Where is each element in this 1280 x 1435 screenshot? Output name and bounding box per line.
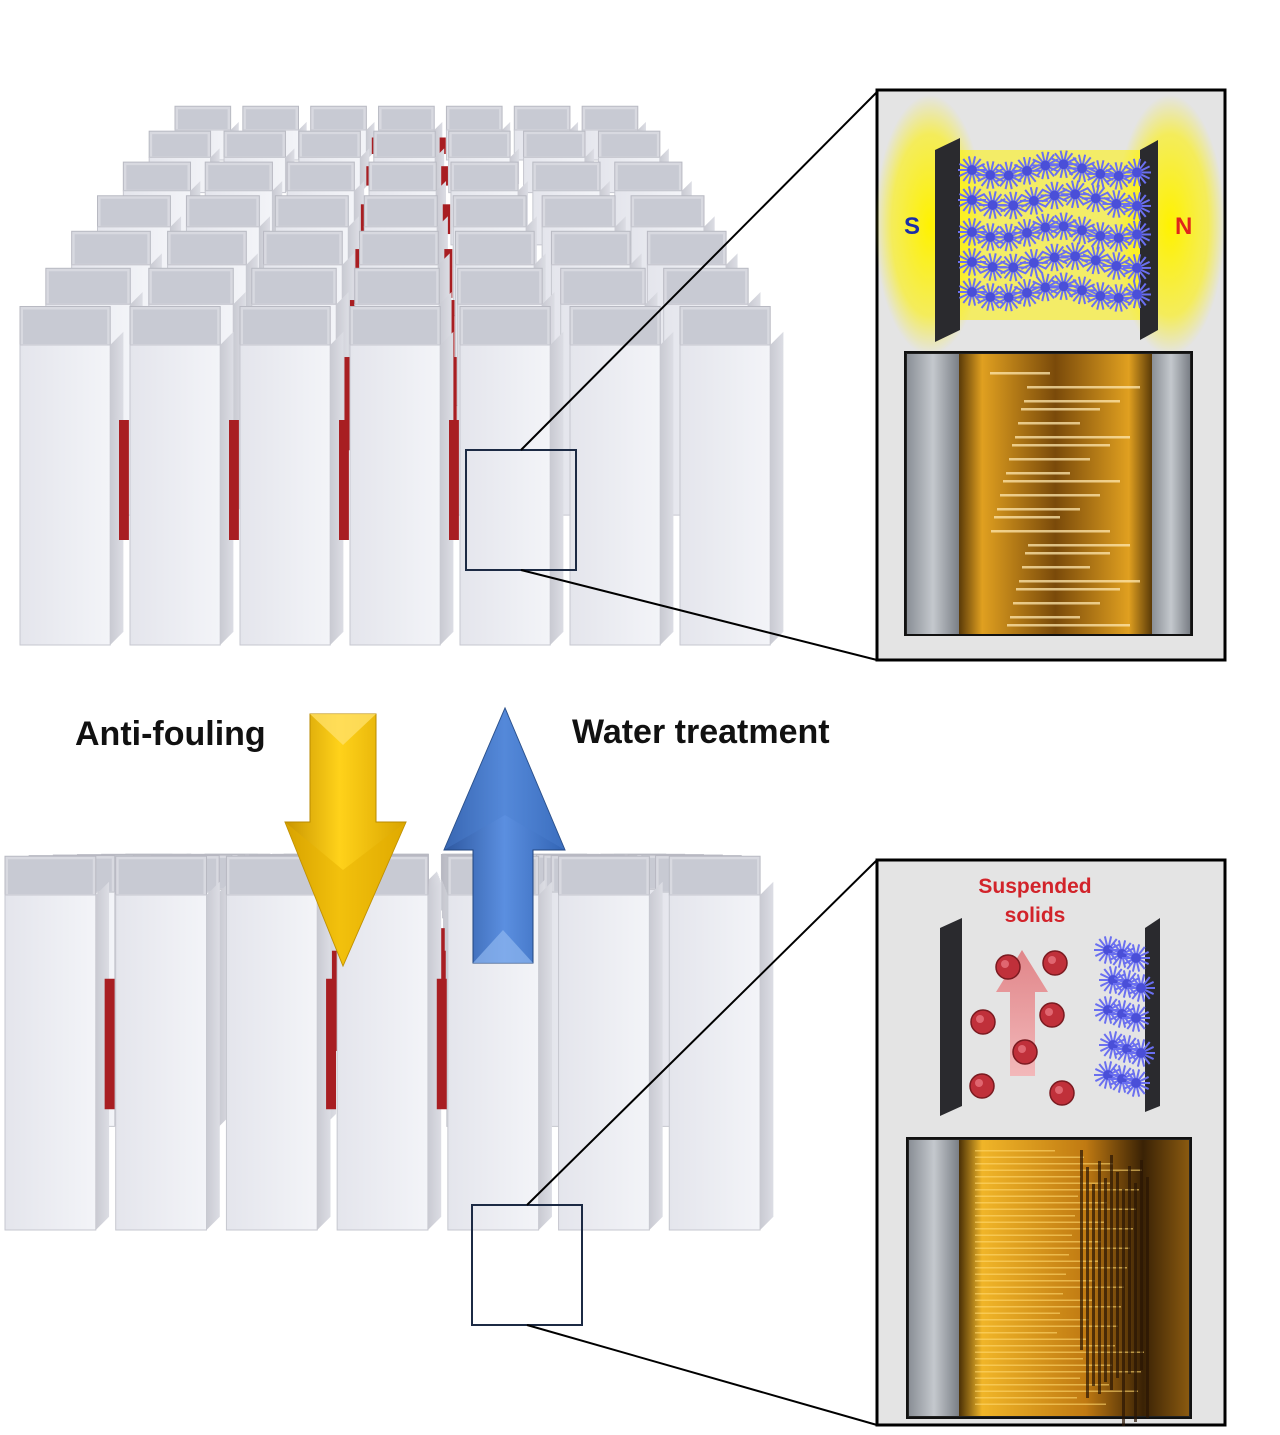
- nanoparticle-cluster: [1094, 936, 1155, 1097]
- nanoparticle: [1127, 974, 1155, 1002]
- magnet-strip: [326, 978, 337, 1110]
- nanoparticle: [1123, 254, 1151, 282]
- plate-cell: [119, 306, 234, 646]
- nanoparticle: [958, 218, 986, 246]
- nanoparticle-chains: [958, 150, 1151, 312]
- nanoparticle: [1123, 192, 1151, 220]
- nanoparticle: [1086, 282, 1115, 310]
- nanoparticle: [994, 223, 1023, 252]
- blue-up-arrow-icon: [443, 706, 566, 964]
- magnet-strip: [436, 978, 447, 1110]
- nanoparticle: [1102, 252, 1131, 280]
- micrograph-fouled: [906, 1137, 1192, 1426]
- nanoparticle: [1127, 1039, 1155, 1067]
- plate-cell: [19, 306, 124, 646]
- solid-particle: [1042, 950, 1068, 976]
- plate-cell: [104, 855, 220, 1231]
- solid-particle: [1039, 1002, 1065, 1028]
- magnet-strip: [229, 420, 239, 540]
- plate-cell: [4, 855, 110, 1231]
- plate-cell: [679, 306, 784, 646]
- plate-cell: [569, 306, 674, 646]
- plate-cell: [339, 306, 454, 646]
- nanoparticle: [1019, 186, 1048, 215]
- solid-particle: [969, 1073, 995, 1099]
- nanoparticle: [1019, 248, 1048, 277]
- magnet-strip: [119, 420, 129, 540]
- nanoparticle: [1122, 1069, 1150, 1097]
- magnet-strip: [104, 978, 115, 1110]
- magnet-strip: [439, 137, 446, 154]
- micrograph-aligned: [904, 351, 1193, 636]
- nanoparticle: [1094, 1061, 1122, 1089]
- suspended-solids-particles: [969, 950, 1075, 1106]
- nanoparticle: [1104, 162, 1133, 190]
- magnet-plate-icon: [940, 918, 962, 1116]
- nanoparticle: [1123, 158, 1151, 187]
- nanoparticle: [1061, 180, 1090, 209]
- zoom-connectors-bottom: [471, 859, 878, 1426]
- nanoparticle: [1031, 273, 1060, 302]
- gold-down-arrow-icon: [284, 713, 407, 968]
- magnet-strip: [449, 420, 459, 540]
- nanoparticle: [976, 283, 1005, 311]
- nanoparticle: [1068, 216, 1096, 245]
- top-plate-array: [19, 105, 784, 646]
- nanoparticle: [1123, 220, 1151, 249]
- nanoparticle: [1040, 243, 1069, 272]
- nanoparticle: [994, 283, 1023, 312]
- plate-cell: [225, 855, 331, 1231]
- nanoparticle: [1049, 212, 1078, 241]
- nanoparticle: [1081, 246, 1110, 275]
- pole-s-label: S: [904, 213, 920, 240]
- anti-fouling-label: Anti-fouling: [75, 715, 266, 753]
- nanoparticle: [1031, 213, 1060, 242]
- bottom-plate-array: [4, 853, 774, 1231]
- suspended-label-line2: solids: [1005, 904, 1066, 927]
- nanoparticle: [1122, 944, 1150, 972]
- inset-magnetic-field: S N: [875, 88, 1227, 662]
- nanoparticle: [1123, 280, 1151, 309]
- nanoparticle: [1122, 1004, 1150, 1032]
- magnet-strip: [441, 166, 448, 186]
- plate-cell: [449, 306, 564, 646]
- plate-cell: [558, 855, 663, 1231]
- plate-cell: [668, 855, 774, 1231]
- nanoparticle: [976, 161, 1005, 189]
- nanoparticle: [1049, 272, 1078, 301]
- solid-particle: [1012, 1039, 1038, 1065]
- nanoparticle: [958, 248, 986, 276]
- nanoparticle: [1099, 966, 1127, 994]
- suspended-label-line1: Suspended: [978, 875, 1091, 898]
- plate-cell: [229, 306, 344, 646]
- nanoparticle: [1102, 190, 1131, 218]
- water-treatment-label: Water treatment: [572, 713, 830, 751]
- pole-n-label: N: [1175, 213, 1192, 240]
- magnet-strip: [339, 420, 349, 540]
- nanoparticle: [958, 156, 986, 184]
- nanoparticle: [999, 253, 1028, 282]
- magnet-strip: [344, 357, 354, 451]
- zoom-connectors-top: [465, 91, 878, 661]
- inset-suspended-solids: Suspended solids: [875, 858, 1227, 1427]
- magnet-plate-icon: [935, 138, 960, 342]
- nanoparticle: [1031, 151, 1060, 180]
- solid-particle: [970, 1009, 996, 1035]
- solid-particle: [995, 954, 1021, 980]
- nanoparticle: [1086, 160, 1115, 188]
- magnet-strip: [331, 950, 342, 1051]
- solid-particle: [1049, 1080, 1075, 1106]
